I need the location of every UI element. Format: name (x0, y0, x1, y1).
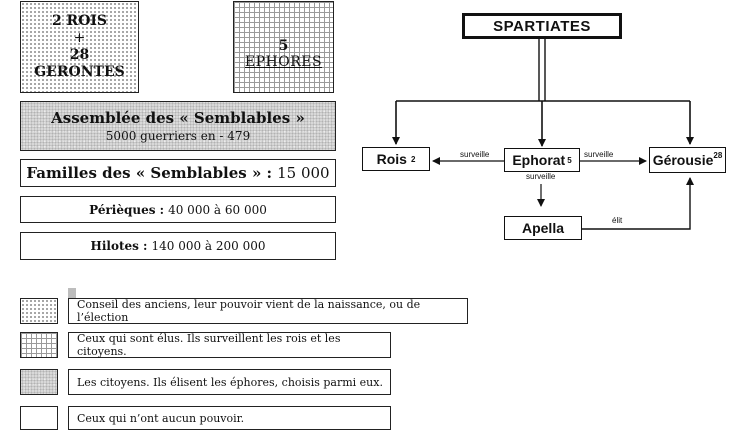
families-label: Familles des « Semblables » : (26, 164, 273, 182)
ephores-label: EPHORES (244, 54, 323, 70)
edge-label-surveille-left: surveille (460, 150, 490, 159)
edge-label-surveille-down: surveille (526, 172, 556, 181)
legend-text: Ceux qui sont élus. Ils surveillent les … (68, 332, 391, 358)
edge-label-elit: élit (612, 216, 623, 225)
legend-row: Les citoyens. Ils élisent les éphores, c… (20, 369, 480, 397)
rois-gerontes-box: 2 ROIS + 28 GERONTES (20, 1, 139, 93)
legend-row: Conseil des anciens, leur pouvoir vient … (20, 298, 480, 326)
ephorat-label: Ephorat (512, 152, 566, 168)
legend-text: Ceux qui n’ont aucun pouvoir. (68, 406, 391, 430)
plus-sign: + (73, 30, 86, 46)
rois-count-sup: 2 (410, 154, 416, 164)
spartiates-label: SPARTIATES (493, 17, 591, 35)
legend-swatch-grid (20, 332, 58, 358)
legend-row: Ceux qui sont élus. Ils surveillent les … (20, 332, 480, 360)
legend-text: Conseil des anciens, leur pouvoir vient … (68, 298, 468, 324)
ephorat-count-sup: 5 (567, 155, 572, 165)
gerontes-count: 28 (69, 47, 90, 63)
legend-row: Ceux qui n’ont aucun pouvoir. (20, 406, 480, 430)
hilotes-value: 140 000 à 200 000 (151, 239, 266, 253)
grey-marker (68, 288, 76, 300)
hilotes-box: Hilotes : 140 000 à 200 000 (20, 232, 336, 260)
rois-count: 2 ROIS (51, 13, 108, 29)
gerousie-count-sup: 28 (713, 150, 723, 160)
apella-label: Apella (521, 220, 564, 236)
apella-node: Apella (504, 216, 582, 240)
legend-swatch-speck (20, 369, 58, 395)
edge-label-surveille-right: surveille (584, 150, 614, 159)
rois-label: Rois (376, 151, 407, 167)
legend-swatch-dots (20, 298, 58, 324)
ephores-count: 5 (278, 38, 289, 54)
assembly-box: Assemblée des « Semblables » 5000 guerri… (20, 101, 336, 151)
ephores-box: 5 EPHORES (233, 1, 334, 93)
gerousie-label: Gérousie (652, 152, 714, 168)
arrow-apella-gerousie (582, 177, 694, 230)
gerontes-label: GERONTES (34, 64, 125, 80)
legend: Conseil des anciens, leur pouvoir vient … (20, 298, 480, 430)
perieques-value: 40 000 à 60 000 (168, 202, 267, 217)
hilotes-label: Hilotes : (90, 239, 148, 253)
legend-swatch-plain (20, 406, 58, 430)
families-box: Familles des « Semblables » : 15 000 (20, 159, 336, 187)
assembly-title: Assemblée des « Semblables » (51, 109, 305, 127)
perieques-box: Périèques : 40 000 à 60 000 (20, 196, 336, 223)
families-value: 15 000 (277, 164, 330, 182)
assembly-subtitle: 5000 guerriers en - 479 (105, 129, 251, 143)
spartiates-node: SPARTIATES (462, 13, 622, 39)
perieques-label: Périèques : (89, 202, 165, 217)
legend-text: Les citoyens. Ils élisent les éphores, c… (68, 369, 391, 395)
